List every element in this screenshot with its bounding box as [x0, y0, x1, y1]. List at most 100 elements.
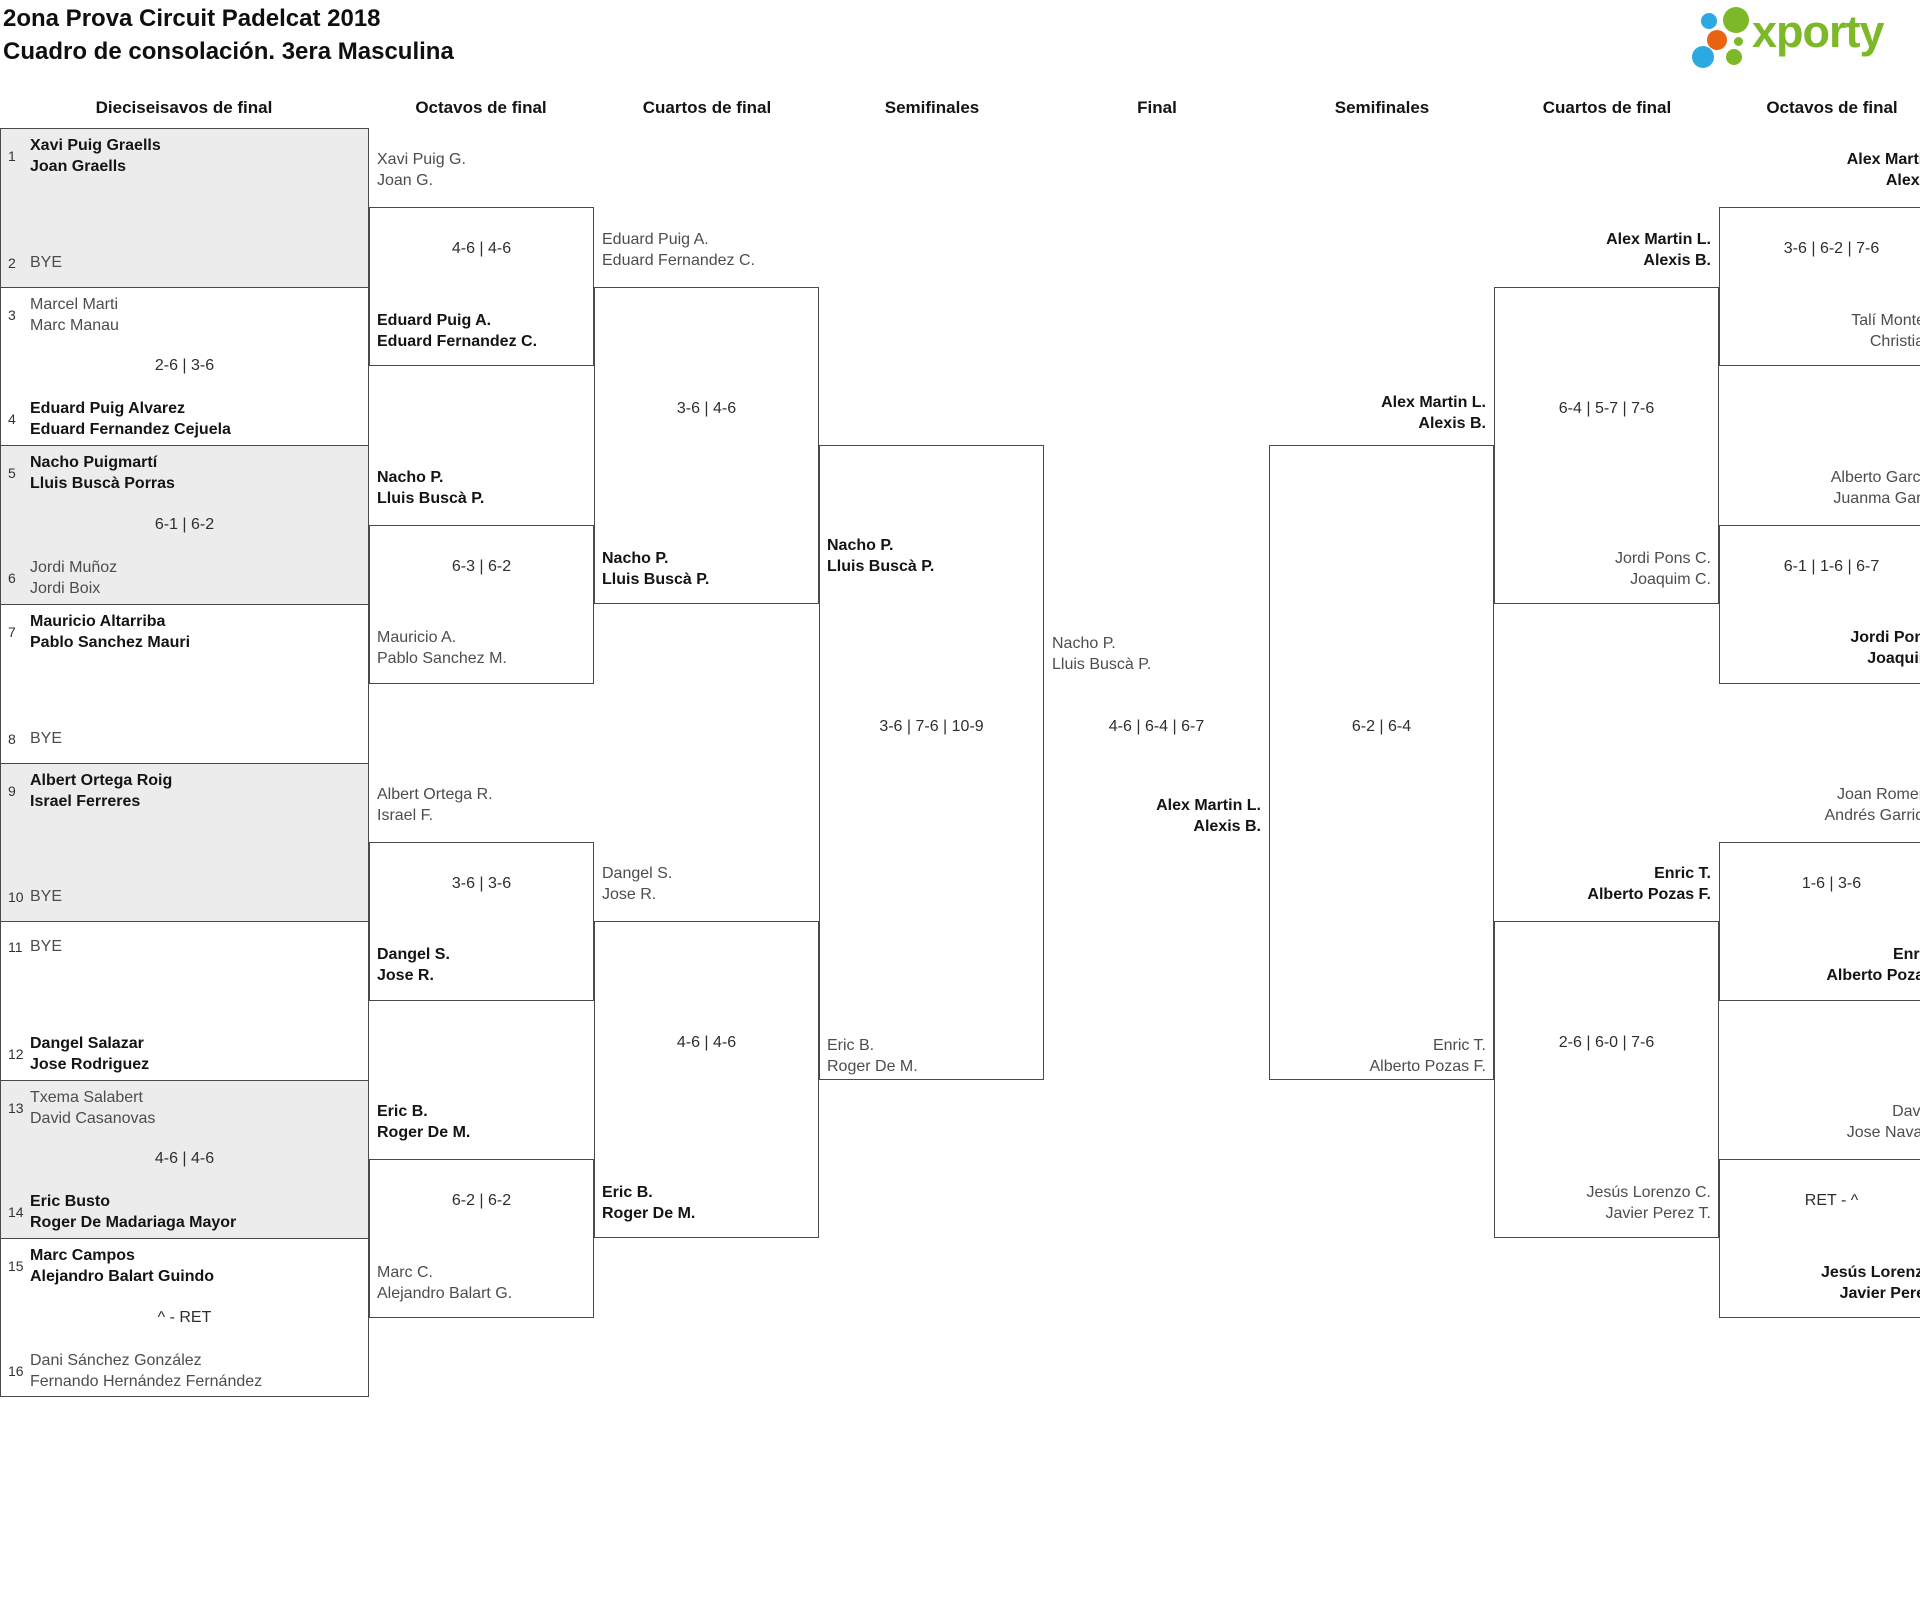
bye-label: BYE [30, 886, 62, 907]
seed-number: 8 [8, 730, 16, 747]
team-name-line: Roger De M. [827, 1058, 918, 1075]
team-name-line: BYE [30, 730, 63, 747]
team-name-line: Lluis Buscà P. [827, 558, 935, 575]
team-name-line: Dangel S. [377, 946, 450, 963]
team-name-line: Joaquim [1867, 650, 1920, 667]
final-score: 4-6 | 6-4 | 6-7 [1108, 718, 1205, 735]
team-names: Joan RomeroAndrés Garrido [1727, 784, 1920, 826]
match-score: 6-2 | 6-4 [1351, 718, 1412, 735]
seed-number: 4 [8, 411, 16, 427]
match-score: 2-6 | 6-0 | 7-6 [1558, 1034, 1655, 1051]
team-name-line: Jordi Muñoz [30, 559, 118, 576]
team-names: Jesús Lorenzo C.Javier Perez T. [1502, 1182, 1711, 1224]
team-name-line: Javier Perez T. [1605, 1205, 1711, 1222]
seed-number: 5 [8, 465, 16, 481]
match-score: RET - ^ [1804, 1192, 1859, 1209]
blue-logo-dot [1701, 13, 1717, 29]
team-names: Enric T.Alberto Pozas F. [1277, 1035, 1487, 1077]
team-name-line: Pablo Sanchez M. [377, 650, 507, 667]
team-name-line: BYE [30, 888, 63, 905]
team-name-line: Eduard Puig A. [377, 312, 492, 329]
match-score: 6-4 | 5-7 | 7-6 [1558, 400, 1655, 417]
team-name-line: Jesús Lorenzo [1820, 1264, 1920, 1281]
team-name-line: Enric T. [1654, 865, 1711, 882]
seed-number: 3 [8, 307, 16, 323]
team-name-line: Andrés Garrido [1824, 807, 1920, 824]
bracket-box [1719, 525, 1920, 684]
team-name-line: Lluis Buscà P. [377, 490, 485, 507]
match-score: 4-6 | 4-6 [676, 1034, 737, 1051]
seeded-cell-background [0, 1080, 369, 1239]
team-name-line: Eduard Puig Alvarez [30, 400, 185, 417]
r32-match-divider [0, 604, 369, 605]
seed-number: 10 [8, 888, 24, 905]
bracket-subtitle: Cuadro de consolación. 3era Masculina [3, 38, 454, 65]
team-name-line: Alex Martin L. [1606, 231, 1711, 248]
team-name-line: Alexis B. [1643, 252, 1711, 269]
r32-match-divider [0, 1238, 369, 1239]
team-names: DavidJose Navarr [1727, 1101, 1920, 1143]
team-name-line: Alejandro Balart G. [377, 1285, 513, 1302]
team-name-line: Joan Graells [30, 158, 127, 175]
seed-number: 11 [8, 938, 23, 955]
match-score: 3-6 | 6-2 | 7-6 [1783, 240, 1880, 257]
team-name-line: Eduard Fernandez C. [602, 252, 755, 269]
team-name-line: Talí Montes [1851, 312, 1920, 329]
team-name-line: Lluis Buscà Porras [30, 475, 175, 492]
bracket-box [594, 287, 819, 604]
team-name-line: BYE [30, 254, 63, 271]
tournament-name: 2ona Prova Circuit Padelcat 2018 [3, 5, 381, 32]
team-name-line: Israel Ferreres [30, 793, 141, 810]
match-score: 6-3 | 6-2 [451, 558, 512, 575]
team-name-line: Christian [1869, 333, 1920, 350]
green-logo-dot [1726, 49, 1742, 65]
seed-number: 6 [8, 570, 16, 586]
bracket-box [1719, 1159, 1920, 1318]
team-name-line: Alexis B. [1193, 818, 1261, 835]
team-names: Enric T.Alberto Pozas F. [1502, 863, 1711, 905]
green-logo-dot [1723, 7, 1749, 33]
r32-entry: 8 BYE [8, 728, 62, 749]
team-name-line: Alberto Garcia [1830, 469, 1920, 486]
team-names: Xavi Puig G.Joan G. [377, 149, 586, 191]
team-name-line: Mauricio A. [377, 629, 457, 646]
r32-match-divider [0, 445, 369, 446]
team-names: Nacho P.Lluis Buscà P. [827, 535, 1036, 577]
team-name-line: Xavi Puig G. [377, 151, 466, 168]
round-header: Octavos de final [415, 98, 547, 117]
bracket-box [369, 525, 594, 684]
team-names: Alberto GarciaJuanma Garci [1727, 467, 1920, 509]
bye-label: BYE [30, 936, 62, 957]
r32-match-divider [0, 763, 369, 764]
team-names: Albert Ortega R.Israel F. [377, 784, 586, 826]
team-name-line: Joaquim C. [1630, 571, 1711, 588]
team-names: Alex MartinAlexis [1727, 149, 1920, 191]
team-name-line: Eric Busto [30, 1193, 111, 1210]
team-names: Marc C.Alejandro Balart G. [377, 1262, 586, 1304]
team-names: Jordi Pons C.Joaquim C. [1502, 548, 1711, 590]
team-name-line: David Casanovas [30, 1110, 156, 1127]
team-name-line: Nacho Puigmartí [30, 454, 158, 471]
match-score: 1-6 | 3-6 [1801, 875, 1862, 892]
team-name-line: Fernando Hernández Fernández [30, 1373, 263, 1390]
team-name-line: Nacho P. [1052, 635, 1116, 652]
team-name-line: Marcel Marti [30, 296, 119, 313]
team-name-line: Dangel S. [602, 865, 673, 882]
r32-match-divider [0, 921, 369, 922]
seed-number: 9 [8, 783, 16, 799]
team-name-line: Albert Ortega Roig [30, 772, 173, 789]
team-name-line: Nacho P. [602, 550, 669, 567]
